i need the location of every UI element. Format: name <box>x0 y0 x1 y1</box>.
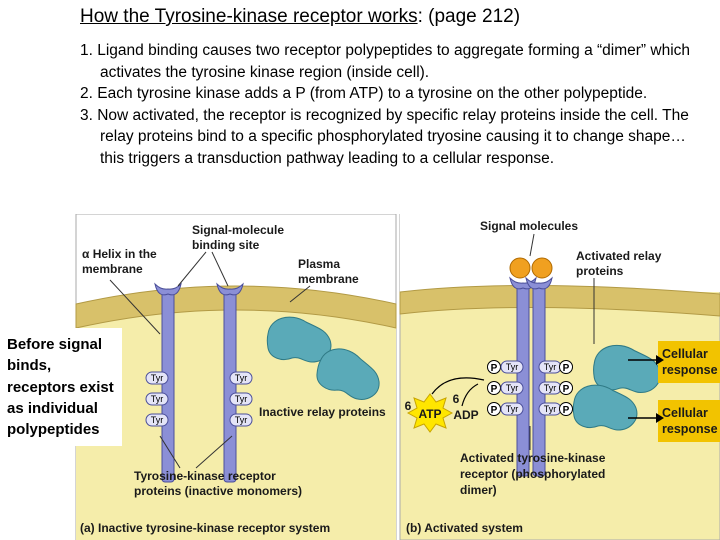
before-caption: Before signal binds, receptors exist as … <box>0 328 122 447</box>
svg-text:Tyr: Tyr <box>544 383 557 393</box>
tyr-label: Tyr <box>151 394 164 404</box>
svg-text:P: P <box>563 384 570 395</box>
signal-molecules-label: Signal molecules <box>480 219 578 233</box>
svg-text:Tyr: Tyr <box>506 362 519 372</box>
receptor-monomers-label: Tyrosine-kinase receptor proteins (inact… <box>134 469 302 498</box>
title-suffix: : (page 212) <box>417 6 521 27</box>
svg-text:Tyr: Tyr <box>544 404 557 414</box>
activated-relay-label: Activated relay proteins <box>576 249 665 278</box>
atp-count: 6 <box>405 399 412 413</box>
slide-title: How the Tyrosine-kinase receptor works: … <box>80 6 520 28</box>
atp-adp-reaction: ATP 6 6 ADP <box>405 377 485 433</box>
panel-a-caption: (a) Inactive tyrosine-kinase receptor sy… <box>80 521 330 535</box>
adp-label: ADP <box>453 408 478 422</box>
receptor-figure: Tyr Tyr Tyr Tyr Tyr Tyr α Helix in the m… <box>75 214 720 540</box>
phosphorylated-tyr-left: P Tyr P Tyr P Tyr <box>487 360 524 416</box>
response-box-1 <box>658 341 720 383</box>
step-3: 3. Now activated, the receptor is recogn… <box>80 106 689 167</box>
step-1: 1. Ligand binding causes two receptor po… <box>80 42 691 81</box>
atp-label: ATP <box>418 407 441 421</box>
adp-count: 6 <box>453 392 460 406</box>
inactive-relay-label: Inactive relay proteins <box>259 405 386 419</box>
tyr-label: Tyr <box>235 394 248 404</box>
phosphorylated-tyr-right: Tyr P Tyr P Tyr P <box>538 360 573 416</box>
alpha-helix-label: α Helix in the membrane <box>82 247 160 276</box>
panel-b-caption: (b) Activated system <box>406 521 523 535</box>
svg-text:P: P <box>491 405 498 416</box>
svg-text:Tyr: Tyr <box>506 383 519 393</box>
tyr-label: Tyr <box>151 373 164 383</box>
plasma-membrane-label: Plasma membrane <box>298 257 359 286</box>
response-box-2 <box>658 400 720 442</box>
tyr-label: Tyr <box>151 415 164 425</box>
step-2: 2. Each tyrosine kinase adds a P (from A… <box>80 85 648 103</box>
activated-dimer-label: Activated tyrosine-kinase receptor (phos… <box>460 451 609 497</box>
panel-a-inactive: Tyr Tyr Tyr Tyr Tyr Tyr α Helix in the m… <box>75 214 397 540</box>
tyr-group-right: Tyr Tyr Tyr <box>229 371 253 427</box>
svg-text:Tyr: Tyr <box>506 404 519 414</box>
title-main: How the Tyrosine-kinase receptor works <box>80 6 418 27</box>
tyr-label: Tyr <box>235 415 248 425</box>
svg-text:P: P <box>491 384 498 395</box>
panel-b-activated: P Tyr P Tyr P Tyr Tyr P Tyr P Tyr P <box>399 214 720 540</box>
steps-list: 1. Ligand binding causes two receptor po… <box>80 40 710 170</box>
svg-text:P: P <box>491 363 498 374</box>
svg-text:Tyr: Tyr <box>544 362 557 372</box>
signal-molecules <box>509 257 553 279</box>
binding-site-label: Signal-molecule binding site <box>192 223 287 252</box>
tyr-label: Tyr <box>235 373 248 383</box>
svg-text:P: P <box>563 363 570 374</box>
svg-text:P: P <box>563 405 570 416</box>
tyr-group-left: Tyr Tyr Tyr <box>145 371 169 427</box>
